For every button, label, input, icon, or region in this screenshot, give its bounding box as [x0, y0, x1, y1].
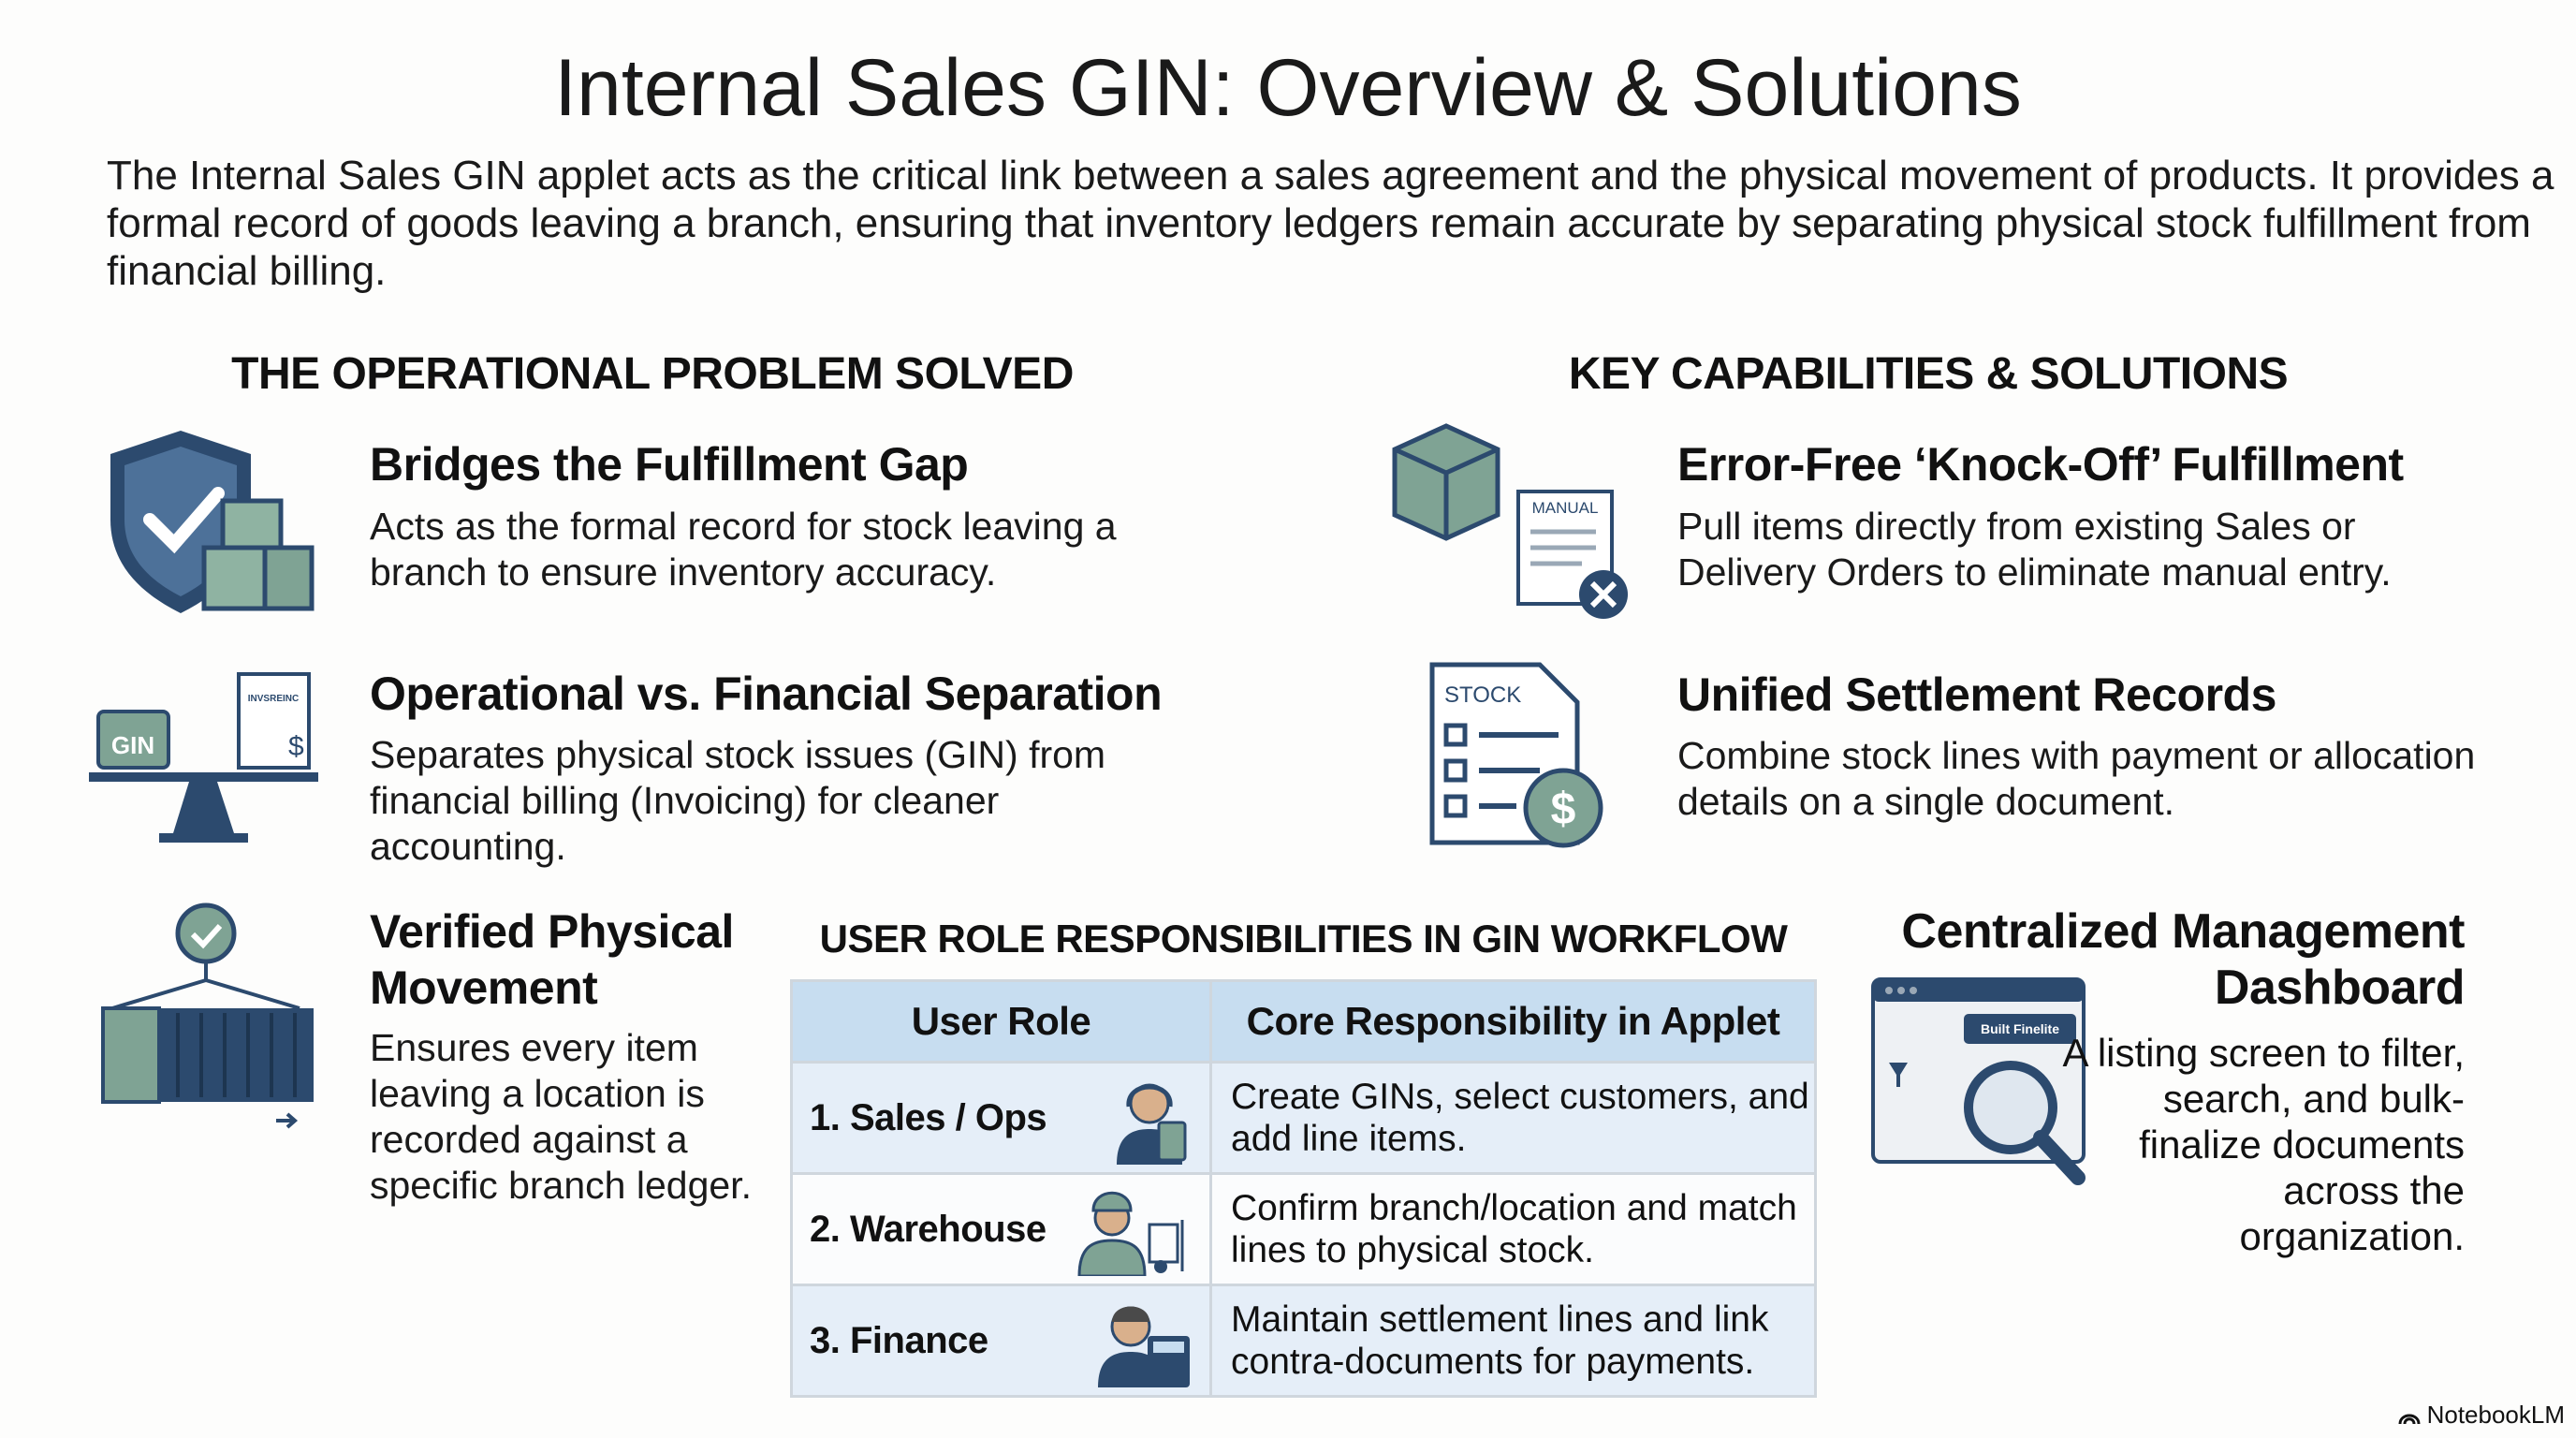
notebooklm-logo-icon — [2398, 1414, 2421, 1424]
dashboard-title: Centralized Management Dashboard — [1901, 904, 2465, 1015]
balance-scale-icon: GIN INVSREINC $ — [89, 672, 318, 843]
responsibility-text: Maintain settlement lines and link contr… — [1209, 1284, 1817, 1398]
shield-check-boxes-icon — [110, 431, 315, 613]
role-label: 1. Sales / Ops — [810, 1096, 1047, 1138]
svg-text:MANUAL: MANUAL — [1532, 499, 1599, 517]
finance-calculator-icon — [1098, 1306, 1190, 1387]
table-row: 1. Sales / Ops Create GINs, select custo… — [790, 1061, 1817, 1175]
column-header: User Role — [790, 979, 1212, 1064]
role-table: User Role Core Responsibility in Applet … — [790, 979, 1817, 1398]
item-title: Verified Physical Movement — [370, 905, 734, 1014]
table-row: 3. Finance Maintain settlement lines and… — [790, 1284, 1817, 1398]
role-label: 3. Finance — [810, 1319, 988, 1361]
item-body: Pull items directly from existing Sales … — [1677, 505, 2392, 594]
page-title: Internal Sales GIN: Overview & Solutions — [554, 43, 2022, 133]
right-section-heading: KEY CAPABILITIES & SOLUTIONS — [1568, 349, 2289, 399]
responsibility-text: Confirm branch/location and match lines … — [1209, 1172, 1817, 1286]
warehouse-worker-forklift-icon — [1077, 1191, 1184, 1276]
box-manual-form-icon: MANUAL — [1392, 423, 1628, 619]
column-header: Core Responsibility in Applet — [1209, 979, 1817, 1064]
shipping-container-icon — [101, 902, 314, 1129]
dashboard-body: A listing screen to filter, search, and … — [2062, 1031, 2465, 1258]
table-row: 2. Warehouse Confirm branch/location and… — [790, 1172, 1817, 1286]
brand-name: NotebookLM — [2426, 1401, 2565, 1429]
dashboard-magnifier-icon: Built Finelite — [1871, 977, 2086, 1185]
svg-text:$: $ — [288, 731, 304, 762]
item-title: Operational vs. Financial Separation — [370, 668, 1163, 720]
svg-text:INVSREINC: INVSREINC — [248, 694, 299, 704]
svg-text:STOCK: STOCK — [1444, 682, 1521, 708]
svg-text:GIN: GIN — [111, 731, 154, 759]
brand-logo: NotebookLM — [2397, 1401, 2565, 1430]
left-section-heading: THE OPERATIONAL PROBLEM SOLVED — [231, 349, 1074, 399]
table-header-row: User Role Core Responsibility in Applet — [790, 979, 1817, 1064]
headset-agent-icon — [1117, 1083, 1187, 1165]
svg-text:$: $ — [1551, 785, 1576, 834]
item-title: Error-Free ‘Knock-Off’ Fulfillment — [1677, 438, 2404, 491]
item-title: Unified Settlement Records — [1677, 668, 2276, 721]
item-body: Acts as the formal record for stock leav… — [370, 505, 1117, 594]
role-label: 2. Warehouse — [810, 1208, 1046, 1250]
item-body: Separates physical stock issues (GIN) fr… — [370, 733, 1106, 868]
item-title: Bridges the Fulfillment Gap — [370, 438, 969, 491]
item-body: Combine stock lines with payment or allo… — [1677, 734, 2476, 823]
svg-text:Built Finelite: Built Finelite — [1981, 1021, 2059, 1036]
stock-checklist-dollar-icon: STOCK $ — [1429, 662, 1603, 848]
responsibility-text: Create GINs, select customers, and add l… — [1209, 1061, 1817, 1175]
intro-paragraph: The Internal Sales GIN applet acts as th… — [107, 153, 2554, 294]
item-body: Ensures every item leaving a location is… — [370, 1026, 752, 1207]
table-title: USER ROLE RESPONSIBILITIES IN GIN WORKFL… — [819, 917, 1788, 961]
